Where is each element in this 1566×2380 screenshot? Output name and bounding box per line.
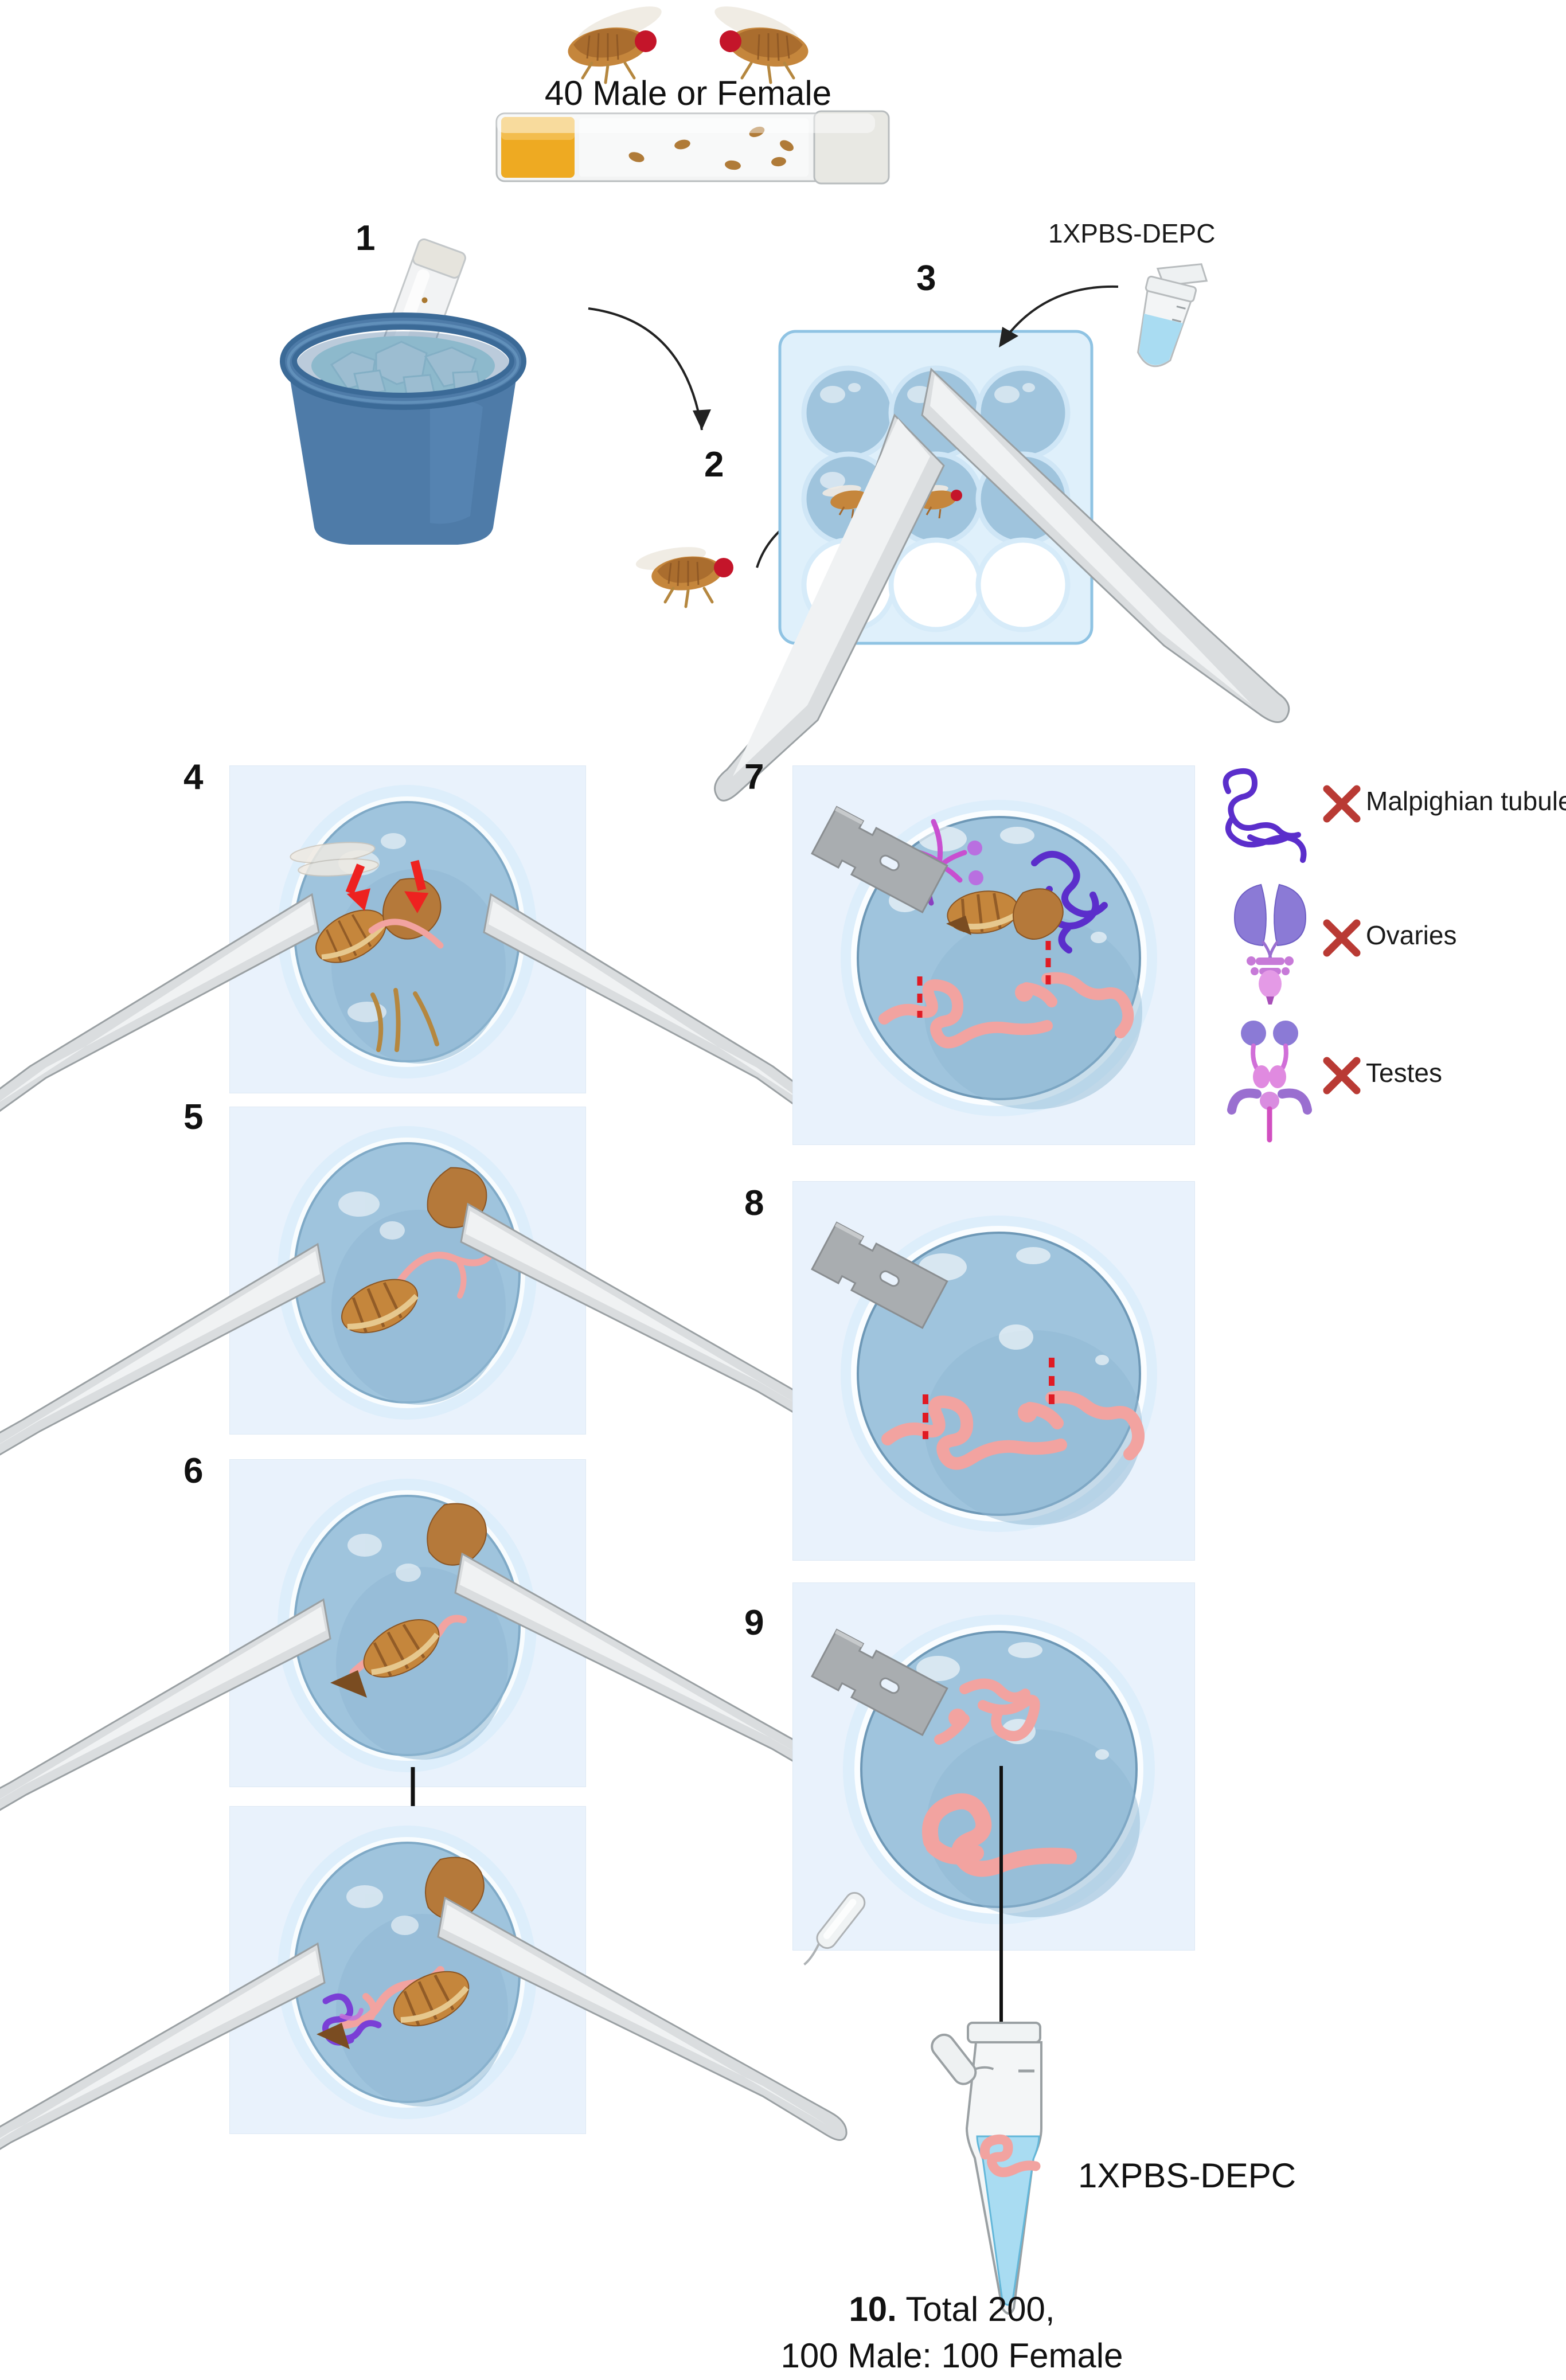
vial-flies <box>628 126 794 170</box>
forceps-plate-left <box>705 396 1107 831</box>
testes-icon <box>1221 1016 1319 1143</box>
pipette-tip-icon <box>798 1892 936 2007</box>
step5-dish <box>229 1107 585 1433</box>
caption-number: 10. <box>849 2290 897 2328</box>
forceps-plate-right <box>917 355 1319 757</box>
forceps-step5-right <box>459 1198 837 1439</box>
step-number-2: 2 <box>704 445 724 484</box>
legend-label-malpighian: Malpighian tubules <box>1366 786 1566 816</box>
razor-blade-icon <box>811 1628 948 1737</box>
step6-dish-upper <box>229 1459 585 1786</box>
x-mark-icon <box>1319 915 1365 961</box>
midgut-in-tube <box>979 2134 1041 2178</box>
step-number-9: 9 <box>744 1603 764 1643</box>
ice-bucket-illustration <box>241 229 596 550</box>
red-arrow-right <box>404 859 429 913</box>
pbs-tube-top <box>1107 252 1227 424</box>
step-number-6: 6 <box>183 1451 203 1491</box>
legend-label-ovaries: Ovaries <box>1366 920 1457 950</box>
step7-dish <box>792 765 1194 1144</box>
fly-abdomen <box>363 1619 440 1678</box>
x-mark-icon <box>1319 1053 1365 1099</box>
pbs-label-top: 1XPBS-DEPC <box>1048 218 1216 248</box>
anesthetized-fly-icon <box>625 533 774 613</box>
fly-abdomen <box>393 1971 470 2027</box>
fly-vial <box>493 109 895 186</box>
fly-left-icon <box>568 6 662 84</box>
step4-dish <box>229 765 585 1092</box>
figure-caption: 10. Total 200, 100 Male: 100 Female <box>694 2288 1210 2377</box>
collection-tube <box>917 2018 1089 2339</box>
ice-cubes <box>311 336 495 399</box>
pbs-label-bottom: 1XPBS-DEPC <box>1078 2156 1296 2195</box>
fly-fragment <box>330 1670 367 1698</box>
malpighian-tubules-icon <box>1216 768 1313 863</box>
step-number-8: 8 <box>744 1183 764 1223</box>
step6-dish-lower <box>229 1806 585 2133</box>
legend-label-testes: Testes <box>1366 1058 1442 1088</box>
fly-thorax <box>1013 888 1064 940</box>
forceps-step6-left <box>0 1594 333 1846</box>
step-number-1: 1 <box>356 218 375 258</box>
forceps-step4-right <box>482 889 827 1130</box>
razor-blade-icon <box>811 1221 948 1330</box>
step8-dish <box>792 1181 1194 1560</box>
header-flies <box>539 6 837 86</box>
forceps-step6b-left <box>0 1938 327 2196</box>
red-arrow-left <box>345 863 370 911</box>
ovaries-icon <box>1221 877 1319 1005</box>
forceps-step5-left <box>0 1238 327 1479</box>
step-number-5: 5 <box>183 1097 203 1137</box>
detached-legs <box>370 988 439 1052</box>
step9-dish <box>792 1582 1194 1949</box>
forceps-step4-left <box>0 889 321 1130</box>
midgut-strand <box>921 1793 1077 1877</box>
fly-abdomen <box>341 1279 419 1334</box>
fly-right-icon <box>714 6 809 84</box>
x-mark-icon <box>1319 781 1365 827</box>
caption-line1: Total 200, <box>905 2290 1055 2328</box>
step-number-4: 4 <box>183 757 203 797</box>
flies-count-label: 40 Male or Female <box>544 74 832 112</box>
step-number-3: 3 <box>916 259 936 298</box>
caption-line2: 100 Male: 100 Female <box>780 2336 1123 2375</box>
razor-blade-icon <box>811 806 948 914</box>
forceps-step6b-right <box>436 1892 849 2150</box>
arrow-vial-to-fly <box>585 298 757 493</box>
fly-fragment <box>317 2023 350 2049</box>
step-number-7: 7 <box>744 757 764 797</box>
arrow-pbs-to-plate <box>969 275 1124 361</box>
